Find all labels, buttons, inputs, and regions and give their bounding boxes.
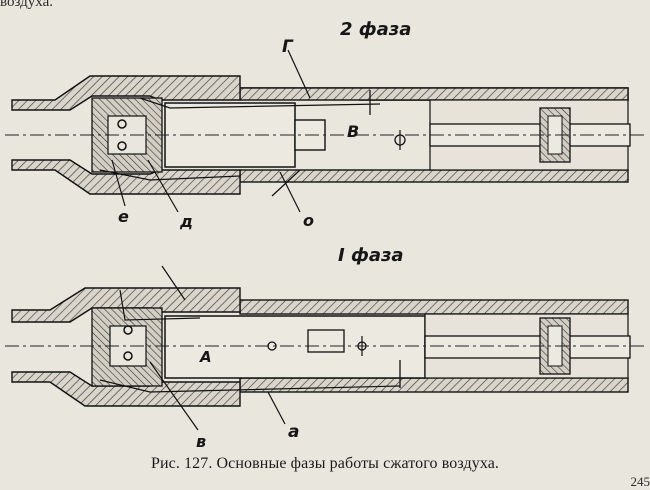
barrel-upper [240,88,628,100]
piston-stem-b [308,330,344,352]
leader-a-b [268,392,285,424]
label-d-top: д [179,212,193,231]
barrel-lower-b [240,378,628,392]
piston-b [165,316,425,378]
label-a-bottom: а [288,422,299,442]
label-a-cap-bottom: А [199,348,212,366]
shank-b [425,336,630,358]
label-v-top: В [347,122,359,141]
page-number: 245 [631,474,650,490]
phase-2-drawing [5,50,645,212]
heading-phase-2: 2 фаза [340,19,411,40]
label-o-top: о [303,211,314,230]
heading-phase-1: I фаза [338,245,404,266]
label-g-top: Г [282,37,294,57]
barrel-upper-b [240,300,628,314]
label-v-bottom: в [196,432,206,451]
figure-caption: Рис. 127. Основные фазы работы сжатого в… [0,455,650,473]
label-e-top: е [118,207,129,226]
phase-1-drawing [5,266,645,430]
